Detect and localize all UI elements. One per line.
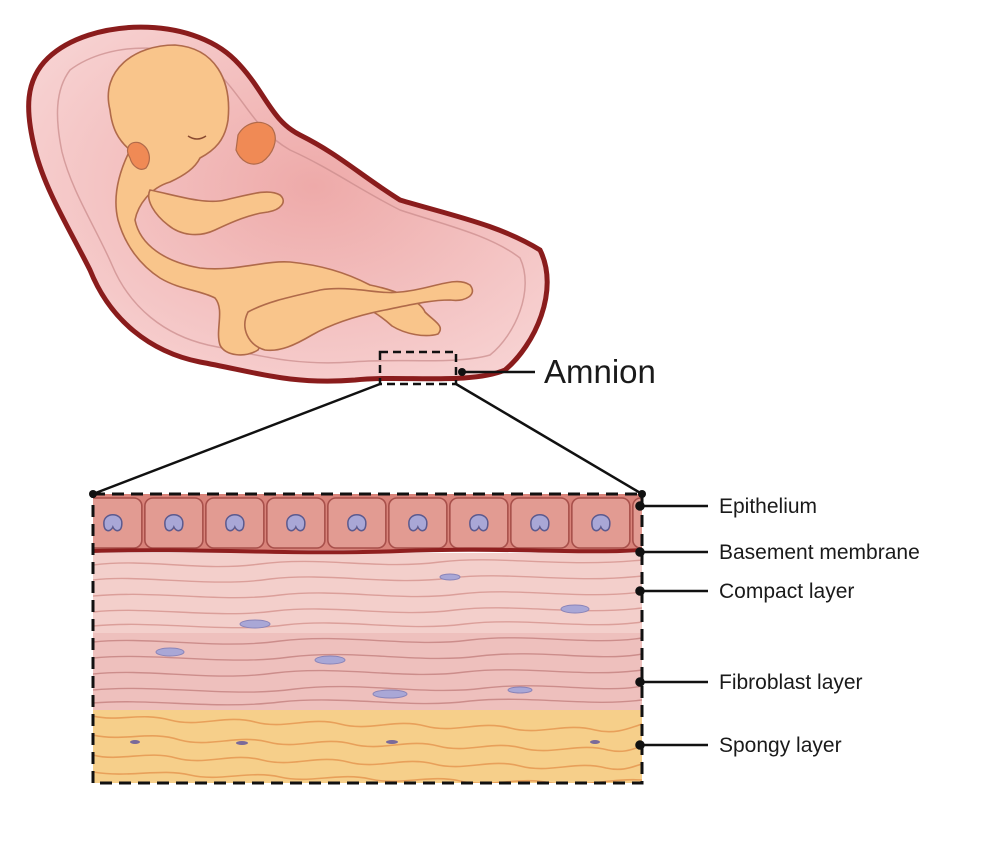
epithelial-nucleus [653,515,671,531]
fetus-thigh [244,280,474,352]
fetus-eye-icon [187,135,207,140]
epithelial-nucleus [591,514,611,532]
zoom-line-right [455,382,643,496]
frame-corner-dot-right [638,490,646,498]
zoom-line-left [92,382,381,496]
spongy-layer-band [93,706,642,783]
spongy-cells [130,740,600,745]
layer-label-spongy-layer: Spongy layer [719,734,842,757]
basement-membrane-line [93,547,642,555]
epithelial-nucleus [225,514,245,532]
leader-dot-basement [635,547,645,557]
fetus-ear-icon [127,141,150,170]
leader-dot-spongy [635,740,645,750]
zoom-box [378,350,458,386]
fetus-hand-icon [235,121,276,165]
leader-dot-fibroblast [635,677,645,687]
leader-dot-compact [635,586,645,596]
amnion-pointer-dot [458,368,466,376]
fetus-body [107,44,442,356]
epithelial-nucleus [530,514,550,532]
amnion-label: Amnion [544,353,656,390]
layer-label-compact-layer: Compact layer [719,580,855,603]
frame-corner-dot-left [89,490,97,498]
epithelial-nucleus [164,514,184,532]
leader-dot-epithelium [635,501,645,511]
layer-leaders [635,501,708,750]
fetus-arm [148,189,284,236]
compact-fibers [93,559,642,629]
layer-label-basement-membrane: Basement membrane [719,541,920,564]
layer-label-fibroblast-layer: Fibroblast layer [719,671,863,694]
epithelial-nuclei [103,514,671,532]
fetus [107,44,474,356]
epithelial-nucleus [103,514,123,532]
epithelial-nucleus [347,514,367,532]
tissue-section [93,494,671,783]
spongy-mesh [93,715,642,783]
fibroblast-fibers [93,637,642,706]
epithelial-nucleus [469,514,489,532]
layer-label-epithelium: Epithelium [719,495,818,518]
epithelial-nucleus [286,514,306,532]
fibroblast-nuclei [155,573,590,699]
sac-inner-membrane [56,47,526,364]
epithelial-nucleus [408,514,428,532]
tissue-frame [91,492,644,785]
